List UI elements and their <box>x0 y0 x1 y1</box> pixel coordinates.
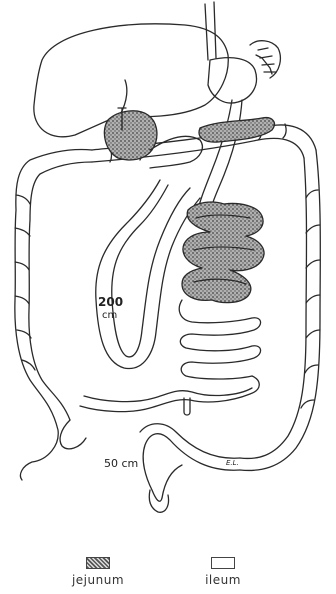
rectum <box>149 465 182 512</box>
common-channel-loop <box>96 180 200 369</box>
alimentary-limb <box>198 100 242 212</box>
unit-label-cm: cm <box>102 310 117 321</box>
distal-ileum <box>80 376 259 412</box>
ileum-loops <box>179 300 260 379</box>
legend-item-jejunum: jejunum <box>58 557 138 587</box>
staple-line <box>256 48 276 74</box>
pancreas <box>104 111 157 160</box>
jejunum-swatch <box>86 557 110 569</box>
length-label-50: 50 cm <box>104 457 138 470</box>
stomach-remnant <box>208 58 256 103</box>
descending-colon <box>240 150 320 470</box>
duodenum-hatched <box>199 118 274 143</box>
ileocecal-joint <box>184 398 190 415</box>
legend: jejunum ileum <box>0 557 336 593</box>
legend-item-ileum: ileum <box>183 557 263 587</box>
jejunum-coils <box>182 202 264 303</box>
legend-label-ileum: ileum <box>183 573 263 587</box>
artist-signature: E.L. <box>226 459 239 467</box>
legend-label-jejunum: jejunum <box>58 573 138 587</box>
ileum-swatch <box>211 557 235 569</box>
colon-inner <box>29 162 92 420</box>
length-label-200: 200 <box>98 295 123 309</box>
sigmoid-colon <box>140 424 240 502</box>
liver-fissure <box>120 80 127 115</box>
gut-anatomy-diagram: 200 cm 50 cm E.L. <box>0 0 336 555</box>
cecum <box>60 420 86 449</box>
